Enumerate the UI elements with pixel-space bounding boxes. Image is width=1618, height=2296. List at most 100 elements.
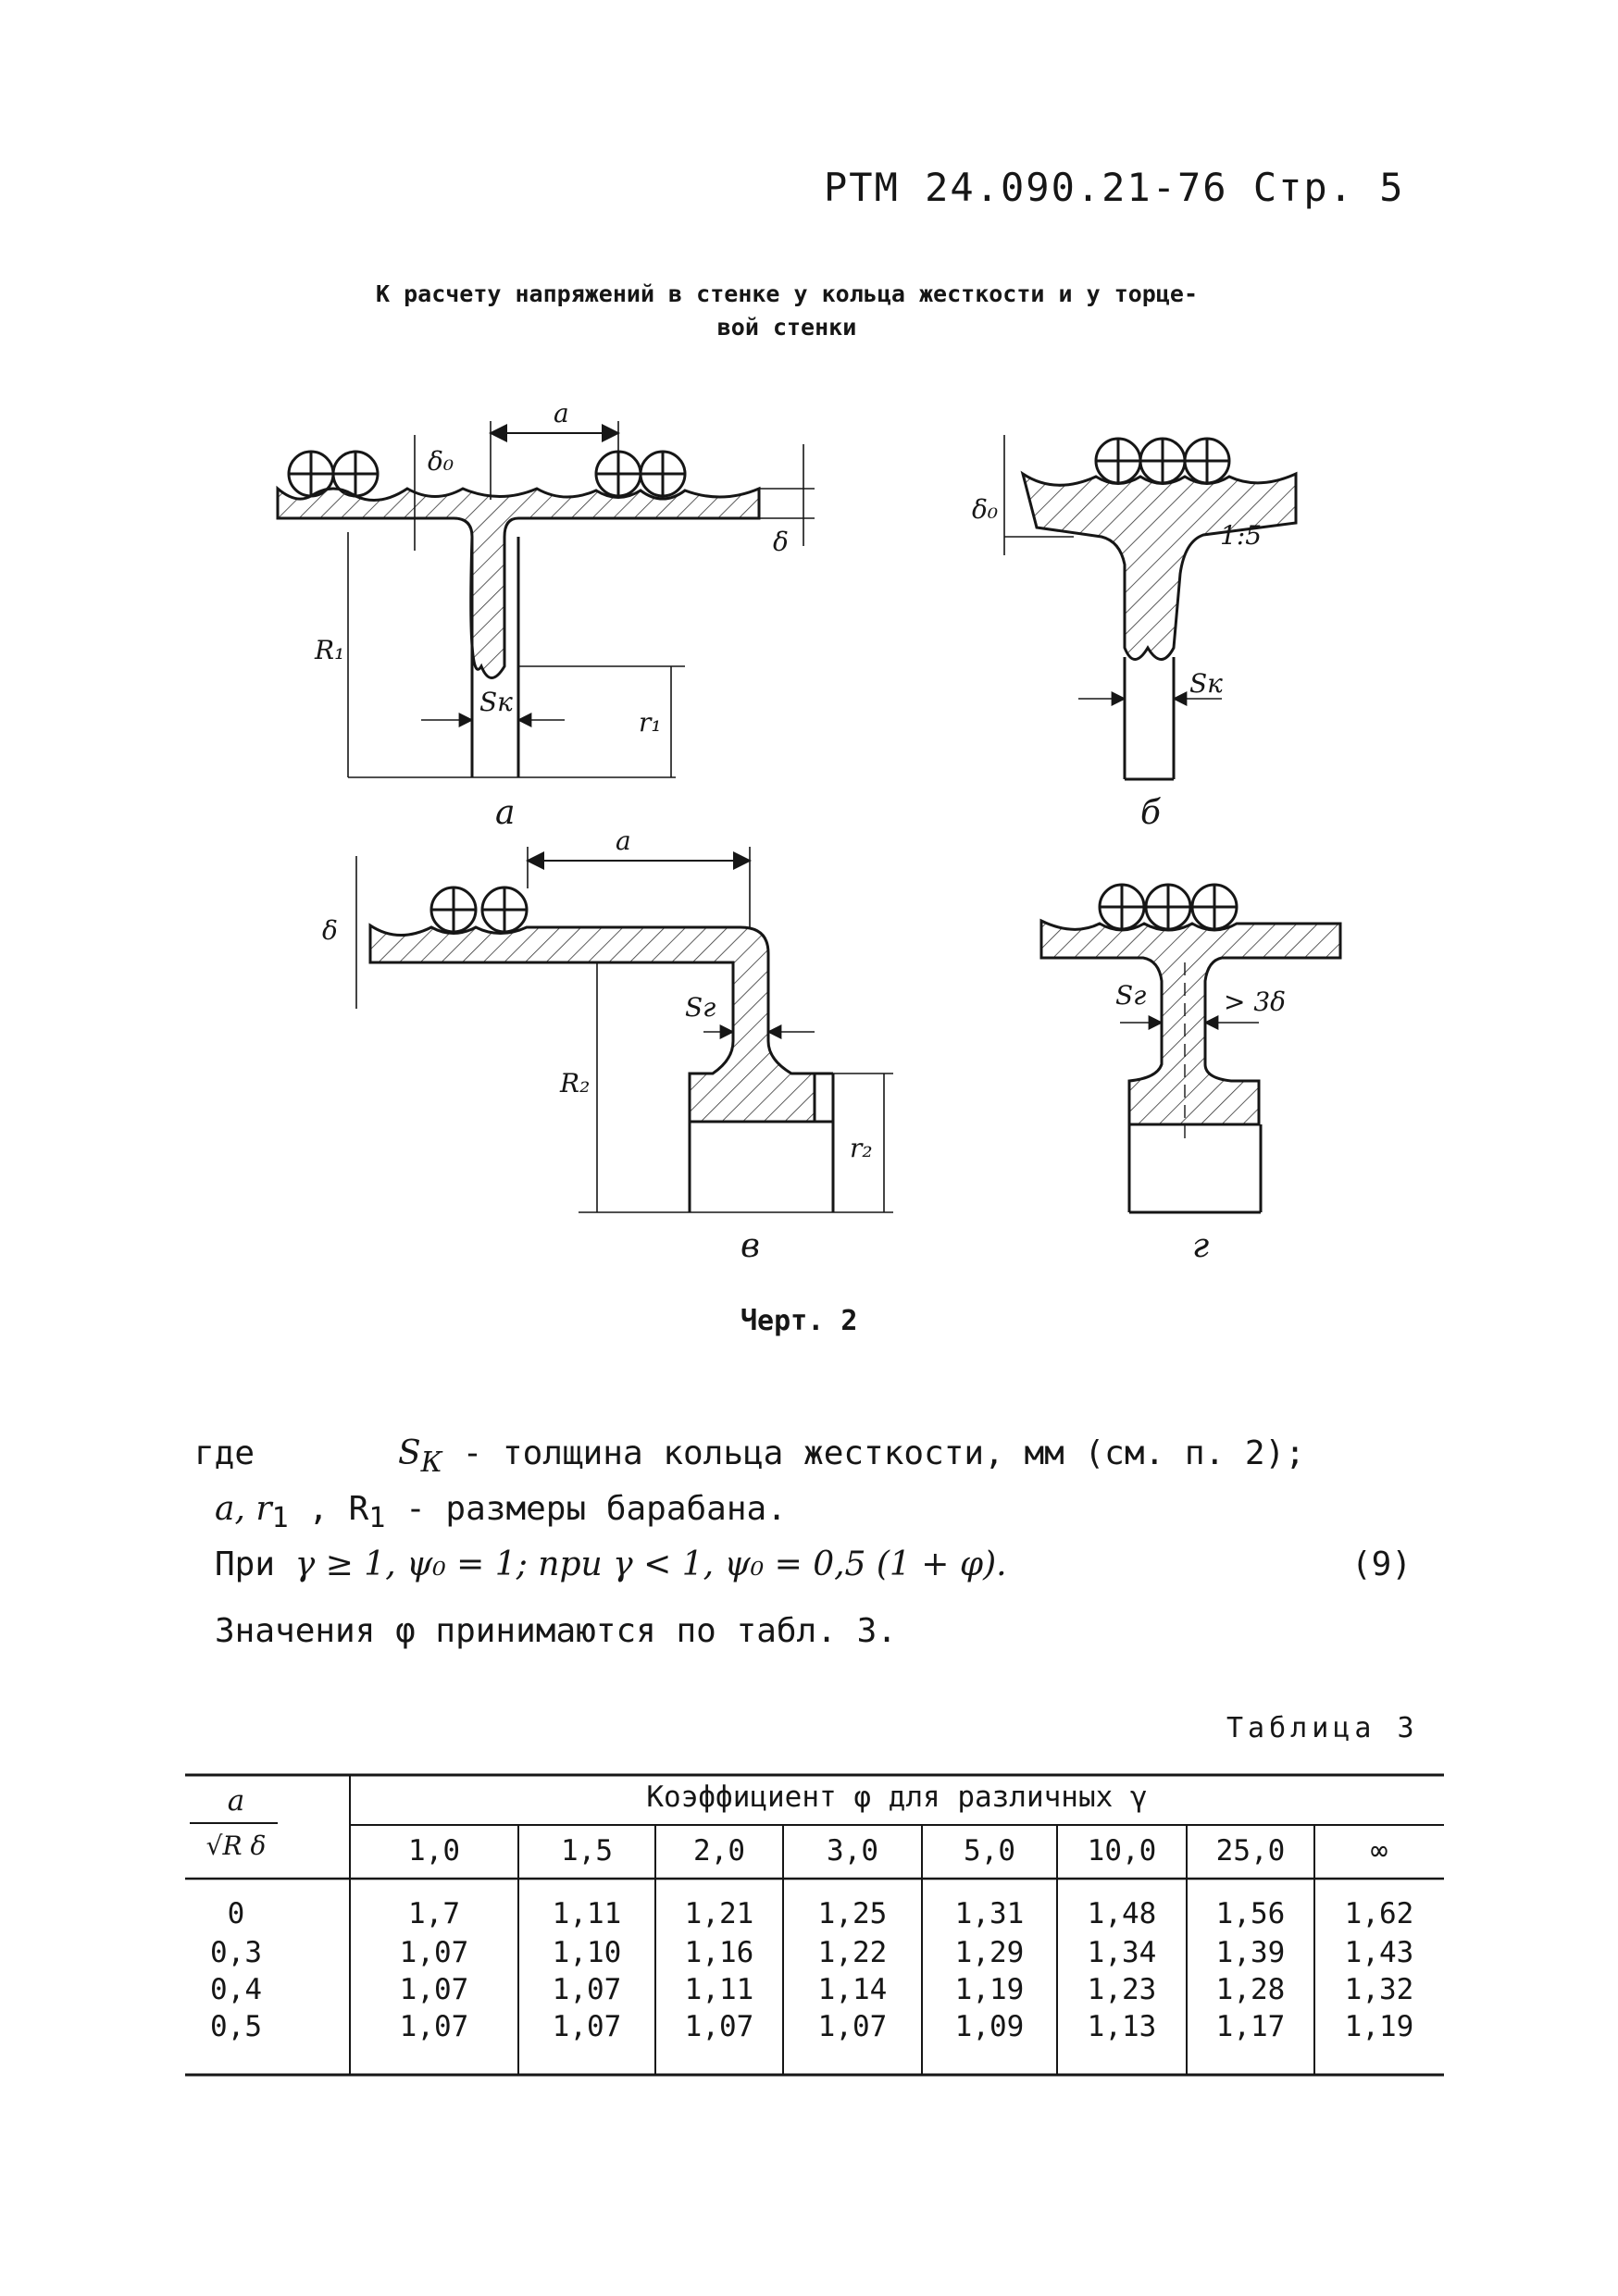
legend-dims: a, r1 , R1 - размеры барабана. bbox=[215, 1490, 787, 1534]
dim-delta-label-a: δ bbox=[773, 527, 789, 557]
subfigure-label-b: б bbox=[1140, 794, 1162, 832]
dim-slope-label: 1:5 bbox=[1220, 520, 1262, 551]
dim-Sk-label-b: Sк bbox=[1189, 668, 1223, 699]
table-cell: 1,13 bbox=[1087, 2010, 1157, 2043]
table-cell: 1,07 bbox=[817, 2010, 888, 2043]
dim-Sk-label-a: Sк bbox=[479, 687, 513, 717]
table-cell: 1,28 bbox=[1215, 1973, 1286, 2006]
ring-section-a bbox=[276, 485, 761, 679]
table-column-header: 2,0 bbox=[693, 1834, 745, 1868]
legend-dims-text: - размеры барабана. bbox=[405, 1490, 787, 1528]
figure-title-line-1: К расчету напряжений в стенке у кольца ж… bbox=[375, 280, 1199, 307]
table-row-key: 0,3 bbox=[210, 1936, 262, 1969]
table-column-header: 3,0 bbox=[827, 1834, 878, 1868]
table-cell: 1,11 bbox=[684, 1973, 754, 2006]
table-title: Таблица 3 bbox=[1226, 1712, 1419, 1744]
table-cell: 1,7 bbox=[408, 1897, 460, 1930]
dim-delta0-label-a: δ₀ bbox=[428, 446, 454, 477]
table-row-key: 0 bbox=[227, 1897, 245, 1930]
table-row-header-top: a bbox=[227, 1784, 245, 1818]
dimension-labels: a δ₀ δ R₁ Sк r₁ δ₀ 1:5 Sк a δ Sг R₂ r₂ S… bbox=[314, 398, 1286, 1163]
figure-title-line-2: вой стенки bbox=[716, 314, 857, 341]
table-cell: 1,19 bbox=[954, 1973, 1025, 2006]
subfigure-g bbox=[1039, 883, 1342, 1214]
rope-circles-v bbox=[429, 886, 529, 934]
figure-title: К расчету напряжений в стенке у кольца ж… bbox=[268, 278, 1305, 344]
table-cell: 1,56 bbox=[1215, 1897, 1286, 1930]
table-column-header: 1,0 bbox=[408, 1834, 460, 1868]
table-row-key: 0,5 bbox=[210, 2010, 262, 2043]
end-wall-section-g bbox=[1039, 918, 1342, 1126]
formula-number: (9) bbox=[1351, 1545, 1413, 1583]
table-cell: 1,21 bbox=[684, 1897, 754, 1930]
legend-formula-prefix: При bbox=[215, 1545, 276, 1583]
table-cell: 1,34 bbox=[1087, 1936, 1157, 1969]
table-cell: 1,17 bbox=[1215, 2010, 1286, 2043]
table-cell: 1,43 bbox=[1344, 1936, 1414, 1969]
subfigure-label-g: г bbox=[1192, 1227, 1209, 1265]
subfigure-v bbox=[355, 847, 893, 1213]
table-column-header: 5,0 bbox=[964, 1834, 1015, 1868]
legend-sk: SК - толщина кольца жесткости, мм (см. п… bbox=[398, 1434, 1305, 1479]
dim-Sr-label-v: Sг bbox=[685, 992, 716, 1023]
legend-sk-text: - толщина кольца жесткости, мм (см. п. 2… bbox=[462, 1434, 1305, 1472]
drawing-caption: Черт. 2 bbox=[741, 1305, 858, 1337]
dim-r2-label: r₂ bbox=[850, 1133, 873, 1163]
table-cell: 1,62 bbox=[1344, 1897, 1414, 1930]
table-row-header-bottom: √R δ bbox=[205, 1831, 267, 1861]
legend-dims-sub2: 1 bbox=[368, 1502, 386, 1535]
table-cell: 1,25 bbox=[817, 1897, 888, 1930]
table-row-key: 0,4 bbox=[210, 1973, 262, 2006]
table-cell: 1,19 bbox=[1344, 2010, 1414, 2043]
table-cell: 1,48 bbox=[1087, 1897, 1157, 1930]
dim-Sr-label-g: Sг bbox=[1115, 980, 1146, 1011]
legend-dims-mid: , R bbox=[288, 1490, 369, 1528]
subfigure-label-a: а bbox=[495, 794, 515, 832]
dim-delta-label-v: δ bbox=[322, 915, 338, 946]
table-column-header: 10,0 bbox=[1087, 1834, 1157, 1868]
legend-dims-sub: 1 bbox=[271, 1502, 289, 1535]
dim-r1-label: r₁ bbox=[639, 707, 662, 738]
legend-sk-symbol: S bbox=[398, 1434, 421, 1472]
table-cell: 1,09 bbox=[954, 2010, 1025, 2043]
dim-gt3delta-label: > 3δ bbox=[1224, 987, 1286, 1017]
drawing-sheet-2: a δ₀ δ R₁ Sк r₁ δ₀ 1:5 Sк a δ Sг R₂ r₂ S… bbox=[276, 398, 1342, 1265]
dim-R1-label: R₁ bbox=[314, 635, 344, 665]
dim-a-label-v: a bbox=[616, 825, 631, 856]
table-cell: 1,07 bbox=[552, 2010, 622, 2043]
table-column-header: 25,0 bbox=[1215, 1834, 1286, 1868]
table-group-header: Коэффициент φ для различных γ bbox=[646, 1781, 1148, 1814]
dim-R2-label: R₂ bbox=[559, 1068, 590, 1098]
table-column-header: ∞ bbox=[1370, 1834, 1388, 1868]
table-cell: 1,10 bbox=[552, 1936, 622, 1969]
table-cell: 1,11 bbox=[552, 1897, 622, 1930]
legend-formula: При γ ≥ 1, ψ₀ = 1; при γ < 1, ψ₀ = 0,5 (… bbox=[215, 1545, 1007, 1583]
table-cell: 1,07 bbox=[399, 1936, 469, 1969]
legend-where: где bbox=[194, 1434, 255, 1472]
table-cell: 1,07 bbox=[552, 1973, 622, 2006]
legend-formula-body: γ ≥ 1, ψ₀ = 1; при γ < 1, ψ₀ = 0,5 (1 + … bbox=[294, 1545, 1007, 1583]
subfigure-label-v: в bbox=[741, 1227, 760, 1265]
table-cell: 1,39 bbox=[1215, 1936, 1286, 1969]
table-cell: 1,29 bbox=[954, 1936, 1025, 1969]
dim-delta0-label-b: δ₀ bbox=[972, 494, 998, 525]
page-header-code: РТМ 24.090.21-76 Стр. 5 bbox=[824, 165, 1405, 210]
table-cell: 1,22 bbox=[817, 1936, 888, 1969]
table-cell: 1,16 bbox=[684, 1936, 754, 1969]
table-cell: 1,32 bbox=[1344, 1973, 1414, 2006]
end-wall-section-v bbox=[368, 923, 816, 1123]
dim-a-label-a: a bbox=[554, 398, 569, 428]
subfigure-a bbox=[276, 421, 815, 778]
legend-values-text: Значения φ принимаются по табл. 3. bbox=[215, 1612, 897, 1650]
table-cell: 1,07 bbox=[399, 2010, 469, 2043]
table-column-header: 1,5 bbox=[561, 1834, 613, 1868]
legend-dims-symbols: a, r bbox=[215, 1490, 272, 1528]
table-cell: 1,23 bbox=[1087, 1973, 1157, 2006]
table-cell: 1,31 bbox=[954, 1897, 1025, 1930]
rope-circles-g bbox=[1098, 883, 1238, 931]
table-cell: 1,14 bbox=[817, 1973, 888, 2006]
legend-sk-sub: К bbox=[420, 1446, 442, 1480]
table-cell: 1,07 bbox=[399, 1973, 469, 2006]
table-cell: 1,07 bbox=[684, 2010, 754, 2043]
